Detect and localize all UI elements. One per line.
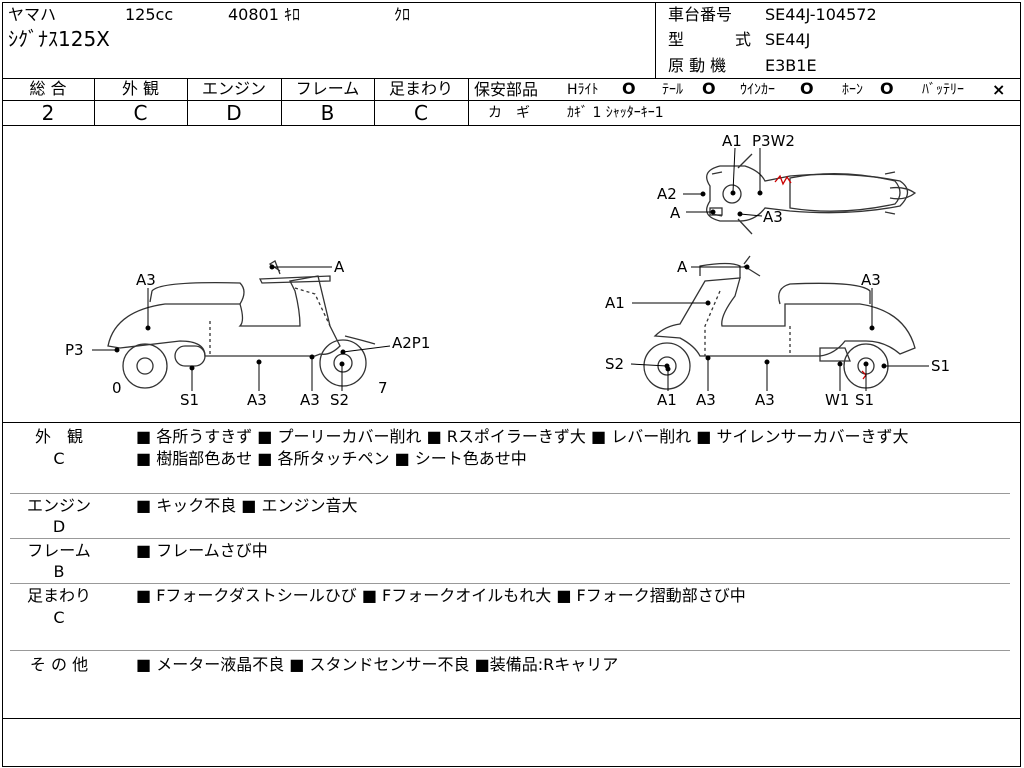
damage-mark-red	[774, 174, 792, 186]
type-label-1: 型	[668, 30, 685, 49]
grade-bottom-line	[2, 125, 1021, 126]
safety-winker-mark: O	[800, 79, 814, 98]
top-view-scooter	[706, 153, 917, 235]
right-label-s2: S2	[605, 355, 624, 373]
left-label-a3: A3	[136, 271, 156, 289]
grade-label-engine: エンジン	[201, 79, 266, 98]
engine-value: E3B1E	[765, 56, 817, 75]
top-label-a3: A3	[763, 208, 783, 226]
safety-winker: ｳｲﾝｶｰ	[740, 82, 775, 98]
grade-value-engine: D	[226, 101, 242, 125]
safety-horn: ﾎｰﾝ	[842, 82, 863, 98]
diagram-bottom-line	[2, 422, 1021, 423]
right-label-a3c: A3	[755, 391, 775, 409]
damage-mark-red	[861, 370, 867, 380]
note-divider	[10, 538, 1010, 539]
note-exterior-line-1: ■ 各所うすきず ■ プーリーカバー削れ ■ Rスポイラーきず大 ■ レバー削れ…	[136, 427, 909, 446]
note-other-line-1: ■ メーター液晶不良 ■ スタンドセンサー不良 ■装備品:Rキャリア	[136, 655, 619, 674]
note-label-frame: フレーム	[27, 541, 91, 560]
right-label-a1b: A1	[657, 391, 677, 409]
note-suspension-line-1: ■ Fフォークダストシールひび ■ Fフォークオイルもれ大 ■ Fフォーク摺動部…	[136, 586, 746, 605]
header-bottom-line	[2, 78, 1021, 79]
maker: ヤマハ	[8, 5, 57, 24]
grade-label-frame: フレーム	[295, 79, 360, 98]
left-label-a3c: A3	[300, 391, 320, 409]
note-label-other: そ の 他	[29, 655, 89, 674]
left-label-s1: S1	[180, 391, 199, 409]
frame-no: SE44J-104572	[765, 5, 877, 24]
model-name: ｼｸﾞﾅｽ125X	[8, 27, 110, 51]
note-divider	[10, 493, 1010, 494]
grade-label-suspension: 足まわり	[388, 79, 453, 98]
left-label-a3b: A3	[247, 391, 267, 409]
grade-divider	[187, 78, 188, 125]
right-label-a3b: A3	[696, 391, 716, 409]
displacement: 125cc	[125, 5, 174, 24]
top-label-p3w2: P3W2	[752, 132, 795, 150]
grade-value-suspension: C	[414, 101, 428, 125]
grade-divider	[468, 78, 469, 125]
type-value: SE44J	[765, 30, 811, 49]
right-label-a3: A3	[861, 271, 881, 289]
note-grade-suspension: C	[53, 608, 65, 627]
grade-value-overall: 2	[41, 101, 55, 125]
grade-label-exterior: 外 観	[121, 79, 160, 98]
right-label-s1: S1	[931, 357, 950, 375]
grade-divider	[374, 78, 375, 125]
note-grade-exterior: C	[53, 449, 65, 468]
key-value: ｶｷﾞ 1 ｼｬｯﾀｰｷｰ1	[567, 105, 664, 121]
right-label-w1: W1	[825, 391, 849, 409]
note-grade-engine: D	[52, 517, 66, 536]
left-label-s2: S2	[330, 391, 349, 409]
color: ｸﾛ	[394, 5, 411, 24]
note-divider	[10, 583, 1010, 584]
safety-taillight: ﾃｰﾙ	[662, 82, 683, 98]
header-divider	[655, 2, 656, 78]
top-label-a1: A1	[722, 132, 742, 150]
left-label-a: A	[334, 258, 345, 276]
mileage: 40801 ｷﾛ	[228, 5, 300, 24]
note-label-exterior: 外 観	[34, 427, 83, 446]
right-label-a1: A1	[605, 294, 625, 312]
safety-taillight-mark: O	[702, 79, 716, 98]
left-label-p3: P3	[65, 341, 84, 359]
note-grade-frame: B	[53, 562, 65, 581]
left-side-scooter	[107, 260, 376, 389]
safety-battery: ﾊﾞｯﾃﾘｰ	[922, 82, 964, 98]
left-label-seven: 7	[378, 379, 388, 397]
left-label-a2p1: A2P1	[392, 334, 430, 352]
note-exterior-line-2: ■ 樹脂部色あせ ■ 各所タッチペン ■ シート色あせ中	[136, 449, 527, 468]
note-divider	[10, 650, 1010, 651]
grade-divider	[94, 78, 95, 125]
damage-diagram: A1 P3W2 A2 A A3 A3 A P3 A2P1 0 7 S1 A3 A…	[65, 132, 950, 409]
notes-bottom-line	[2, 718, 1021, 719]
note-frame-line-1: ■ フレームさび中	[136, 541, 268, 560]
safety-headlight-mark: O	[622, 79, 636, 98]
engine-label: 原 動 機	[668, 56, 727, 75]
left-label-zero: 0	[112, 379, 122, 397]
top-label-a: A	[670, 204, 681, 222]
grade-value-exterior: C	[133, 101, 148, 125]
safety-battery-mark: ×	[992, 80, 1006, 99]
grade-divider	[281, 78, 282, 125]
note-engine-line-1: ■ キック不良 ■ エンジン音大	[136, 496, 358, 515]
type-label-2: 式	[735, 30, 752, 49]
grade-mid-line	[2, 100, 468, 101]
frame-no-label: 車台番号	[668, 5, 733, 24]
safety-horn-mark: O	[880, 79, 894, 98]
note-label-suspension: 足まわり	[26, 586, 91, 605]
right-label-a: A	[677, 258, 688, 276]
grade-value-frame: B	[320, 101, 335, 125]
safety-label: 保安部品	[474, 80, 539, 99]
top-label-a2: A2	[657, 185, 677, 203]
safety-mid-line	[468, 100, 1021, 101]
grade-label-overall: 総 合	[29, 79, 67, 98]
key-label: カ ギ	[488, 105, 530, 121]
safety-headlight: Hﾗｲﾄ	[567, 82, 599, 98]
right-label-s1b: S1	[855, 391, 874, 409]
note-label-engine: エンジン	[26, 496, 91, 515]
